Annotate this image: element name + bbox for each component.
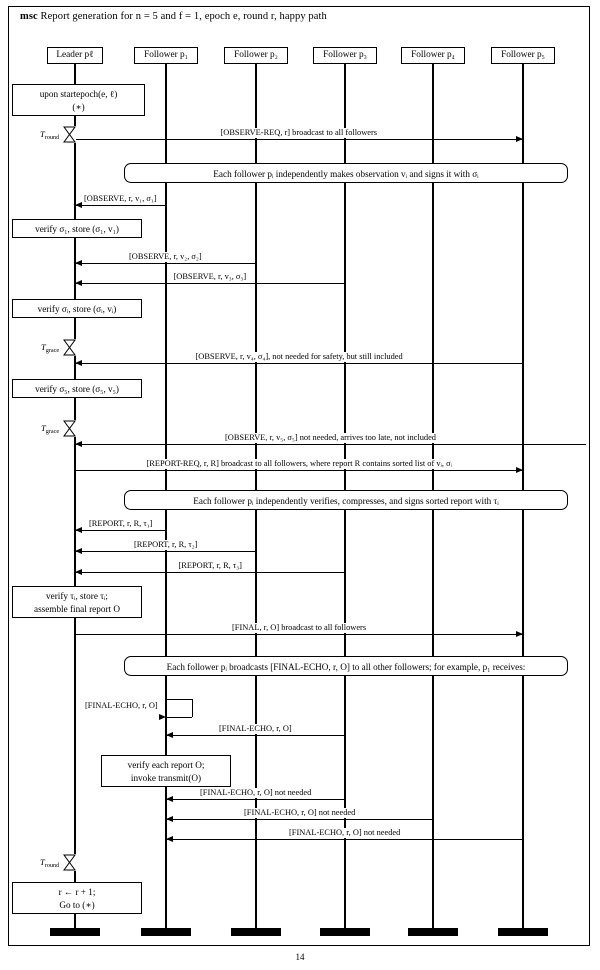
message-line-observe-req-broadcast xyxy=(75,139,523,141)
message-label-report-3: [REPORT, r, R, τ₃] xyxy=(176,561,244,571)
action-line: Go to (∗) xyxy=(59,899,95,910)
hourglass-icon xyxy=(63,126,76,143)
action-box-verify-sigma5: verify σ₅, store (σ₅, v₅) xyxy=(12,379,142,398)
message-arrowhead-report-2 xyxy=(75,548,82,555)
message-label-observe-4: [OBSERVE, r, v₄, σ₄], not needed for saf… xyxy=(193,352,405,362)
message-line-final-broadcast xyxy=(75,634,523,636)
instance-head-follower-2: Follower p₂ xyxy=(224,47,288,64)
action-box-verify-tau-assemble: verify τᵢ, store τᵢ; assemble final repor… xyxy=(12,586,142,618)
action-line: invoke transmit(O) xyxy=(130,772,202,783)
message-arrowhead-final-echo-3-to-1 xyxy=(166,796,173,803)
message-line-observe-4 xyxy=(75,363,523,365)
message-arrowhead-report-req-broadcast xyxy=(516,467,523,474)
message-line-observe-3 xyxy=(75,283,345,285)
message-line-final-echo-4-to-1 xyxy=(166,819,433,821)
termination-bar-follower-3 xyxy=(320,928,370,936)
termination-bar-follower-2 xyxy=(231,928,281,936)
diagram-title: msc Report generation for n = 5 and f = … xyxy=(20,11,327,22)
action-line: r ← r + 1; xyxy=(58,887,96,897)
message-label-final-echo-5-to-1: [FINAL-ECHO, r, O] not needed xyxy=(287,828,403,838)
message-arrowhead-observe-5 xyxy=(75,441,82,448)
message-label-observe-5: [OBSERVE, r, v₅, σ₅] not needed, arrives… xyxy=(223,433,438,443)
message-label-final-echo-2-to-1: [FINAL-ECHO, r, O] xyxy=(217,724,294,734)
message-label-final-echo-3-to-1: [FINAL-ECHO, r, O] not needed xyxy=(198,788,314,798)
message-arrowhead-final-echo-2-to-1 xyxy=(166,732,173,739)
self-message-arrowhead xyxy=(159,714,166,721)
message-line-report-1 xyxy=(75,530,166,532)
message-arrowhead-observe-3 xyxy=(75,280,82,287)
message-line-report-2 xyxy=(75,551,256,553)
message-line-final-echo-3-to-1 xyxy=(166,799,345,801)
timer-label-timer-grace-2: Tgrace xyxy=(40,423,61,435)
hourglass-icon xyxy=(63,420,76,437)
message-label-observe-2: [OBSERVE, r, v₂, σ₂] xyxy=(127,252,204,262)
message-arrowhead-observe-4 xyxy=(75,360,82,367)
termination-bar-follower-4 xyxy=(408,928,458,936)
action-line: verify σᵢ, store (σᵢ, vᵢ) xyxy=(37,304,117,314)
hourglass-icon xyxy=(63,854,76,871)
msc-keyword: msc xyxy=(20,11,38,22)
message-arrowhead-final-echo-5-to-1 xyxy=(166,836,173,843)
diagram-title-text: Report generation for n = 5 and f = 1, e… xyxy=(40,11,327,22)
message-arrowhead-observe-1 xyxy=(75,202,82,209)
self-message-label: [FINAL-ECHO, r, O] xyxy=(83,701,160,711)
instance-head-follower-4: Follower p₄ xyxy=(401,47,465,64)
message-line-final-echo-5-to-1 xyxy=(166,839,523,841)
message-label-final-broadcast: [FINAL, r, O] broadcast to all followers xyxy=(230,623,369,633)
termination-bar-follower-1 xyxy=(141,928,191,936)
message-arrowhead-report-3 xyxy=(75,569,82,576)
message-label-observe-3: [OBSERVE, r, v₃, σ₃] xyxy=(171,272,249,282)
note-box-note-observe: Each follower pᵢ independently makes obs… xyxy=(124,163,568,183)
instance-head-leader: Leader pℓ xyxy=(47,47,103,64)
message-line-observe-2 xyxy=(75,263,256,265)
message-line-observe-5 xyxy=(75,444,586,446)
action-line: verify σ₅, store (σ₅, v₅) xyxy=(35,384,119,394)
message-arrowhead-observe-req-broadcast xyxy=(516,136,523,143)
message-arrowhead-final-broadcast xyxy=(516,631,523,638)
lifeline-leader xyxy=(74,64,76,928)
message-line-final-echo-2-to-1 xyxy=(166,735,345,737)
self-message-top-segment xyxy=(166,699,192,701)
timer-label-timer-grace-1: Tgrace xyxy=(40,342,61,354)
message-label-report-2: [REPORT, r, R, τ₂] xyxy=(132,540,200,550)
note-box-note-compress: Each follower pᵢ independently verifies,… xyxy=(124,490,568,510)
timer-label-timer-round-start: Tround xyxy=(39,129,61,141)
message-label-observe-req-broadcast: [OBSERVE-REQ, r] broadcast to all follow… xyxy=(218,128,380,138)
self-message-right-segment xyxy=(192,699,194,717)
message-arrowhead-report-1 xyxy=(75,527,82,534)
action-line: (∗) xyxy=(72,101,85,112)
hourglass-icon xyxy=(63,339,76,356)
page-number: 14 xyxy=(295,952,305,962)
action-line: verify σ₁, store (σ₁, v₁) xyxy=(35,224,119,234)
action-box-increment-round: r ← r + 1; Go to (∗) xyxy=(12,882,142,914)
action-box-verify-sigmai: verify σᵢ, store (σᵢ, vᵢ) xyxy=(12,299,142,318)
message-label-report-1: [REPORT, r, R, τ₁] xyxy=(87,519,155,529)
action-line: assemble final report O xyxy=(34,603,120,614)
message-line-report-req-broadcast xyxy=(75,470,523,472)
action-line: upon startepoch(e, ℓ) xyxy=(39,89,118,99)
message-arrowhead-final-echo-4-to-1 xyxy=(166,816,173,823)
action-line: verify each report O; xyxy=(127,760,205,770)
message-label-observe-1: [OBSERVE, r, v₁, σ₁] xyxy=(82,194,159,204)
action-box-upon-startepoch: upon startepoch(e, ℓ) (∗) xyxy=(12,84,145,116)
instance-head-follower-3: Follower p₃ xyxy=(313,47,377,64)
action-box-verify-sigma1: verify σ₁, store (σ₁, v₁) xyxy=(12,219,142,238)
message-arrowhead-observe-2 xyxy=(75,260,82,267)
message-line-report-3 xyxy=(75,572,345,574)
instance-head-follower-5: Follower p₅ xyxy=(491,47,555,64)
action-box-verify-report-transmit: verify each report O; invoke transmit(O) xyxy=(101,755,231,787)
timer-label-timer-round-end: Tround xyxy=(39,857,61,869)
message-line-observe-1 xyxy=(75,205,166,207)
note-box-note-final-echo: Each follower pᵢ broadcasts [FINAL-ECHO,… xyxy=(124,656,568,676)
termination-bar-follower-5 xyxy=(498,928,548,936)
message-label-report-req-broadcast: [REPORT-REQ, r, R] broadcast to all foll… xyxy=(144,459,454,469)
action-line: verify τᵢ, store τᵢ; xyxy=(46,591,108,601)
self-message-bottom-segment xyxy=(166,717,192,719)
diagram-frame xyxy=(8,6,590,946)
instance-head-follower-1: Follower p₁ xyxy=(134,47,198,64)
message-label-final-echo-4-to-1: [FINAL-ECHO, r, O] not needed xyxy=(242,808,358,818)
termination-bar-leader xyxy=(50,928,100,936)
